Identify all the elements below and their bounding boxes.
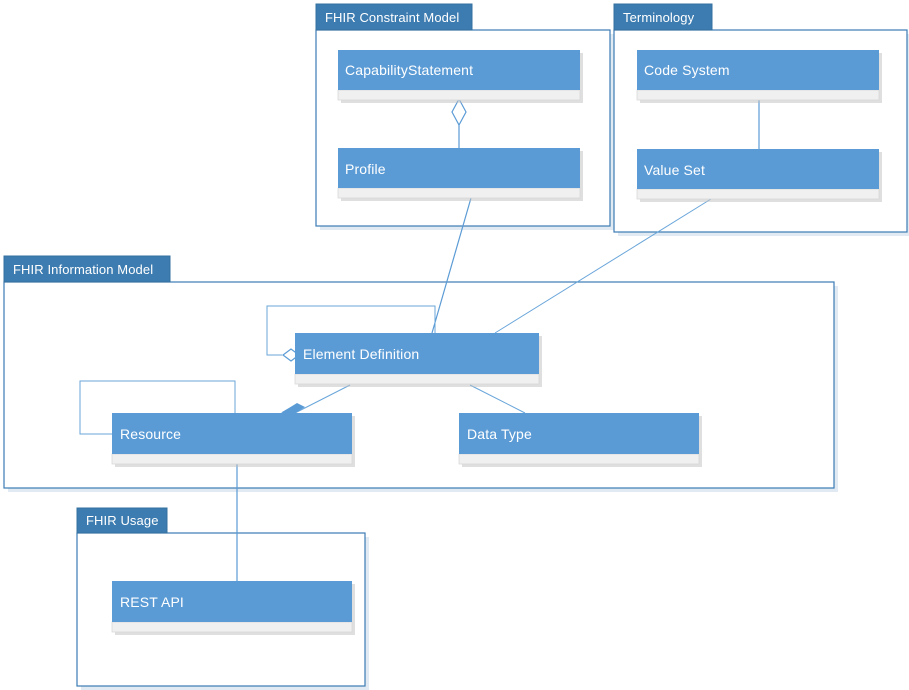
connector-capabilitystatement-profile[interactable] — [451, 97, 467, 148]
connector-path — [79, 380, 236, 435]
class-data-type[interactable]: Data Type — [458, 413, 702, 467]
class-attribute-compartment — [636, 188, 880, 200]
package-tab — [315, 3, 473, 31]
class-attribute-compartment — [111, 453, 353, 465]
package-tab-label: FHIR Constraint Model — [325, 10, 459, 25]
class-attribute-compartment — [337, 187, 581, 199]
class-label: Data Type — [467, 426, 532, 442]
connector-valueset-elementdefinition[interactable] — [494, 198, 712, 334]
class-title-compartment — [338, 50, 580, 90]
class-title-compartment — [295, 333, 539, 374]
hollow-diamond-marker — [451, 97, 467, 127]
connector-profile-elementdefinition[interactable] — [431, 197, 472, 334]
connector-resource-self[interactable] — [79, 380, 236, 435]
class-label: Element Definition — [303, 346, 419, 362]
package-tab-label: FHIR Usage — [86, 513, 159, 528]
class-element-definition[interactable]: Element Definition — [294, 333, 542, 387]
class-title-compartment — [112, 581, 352, 622]
class-attribute-compartment — [111, 621, 353, 633]
connector-line — [294, 384, 351, 414]
class-title-compartment — [637, 50, 879, 90]
class-label: Profile — [345, 161, 386, 177]
package-tab-label: FHIR Information Model — [13, 262, 153, 277]
package-tab — [76, 507, 168, 534]
connector-line — [431, 197, 472, 334]
class-code-system[interactable]: Code System — [636, 50, 882, 103]
connector-line — [469, 384, 526, 414]
package-tab-label: Terminology — [623, 10, 695, 25]
filled-arrow-marker-overlay — [281, 403, 305, 417]
class-title-compartment — [637, 149, 879, 189]
class-label: Value Set — [644, 162, 705, 178]
connector-line — [494, 198, 712, 334]
connector-elementdefinition-datatype[interactable] — [469, 384, 526, 414]
class-attribute-compartment — [458, 453, 700, 465]
class-attribute-compartment — [636, 89, 880, 101]
class-title-compartment — [338, 148, 580, 188]
class-value-set[interactable]: Value Set — [636, 149, 882, 202]
connector-path — [266, 305, 436, 356]
package-tab — [613, 3, 713, 31]
class-title-compartment — [112, 413, 352, 454]
class-rest-api[interactable]: REST API — [111, 581, 355, 635]
class-profile[interactable]: Profile — [337, 148, 583, 201]
class-resource[interactable]: Resource — [111, 413, 355, 467]
class-label: CapabilityStatement — [345, 62, 473, 78]
package-tab — [3, 255, 171, 283]
class-title-compartment — [459, 413, 699, 454]
class-label: Resource — [120, 426, 181, 442]
class-label: REST API — [120, 594, 184, 610]
class-capability-statement[interactable]: CapabilityStatement — [337, 50, 583, 103]
class-attribute-compartment — [337, 89, 581, 101]
class-label: Code System — [644, 62, 730, 78]
class-attribute-compartment — [294, 373, 540, 385]
